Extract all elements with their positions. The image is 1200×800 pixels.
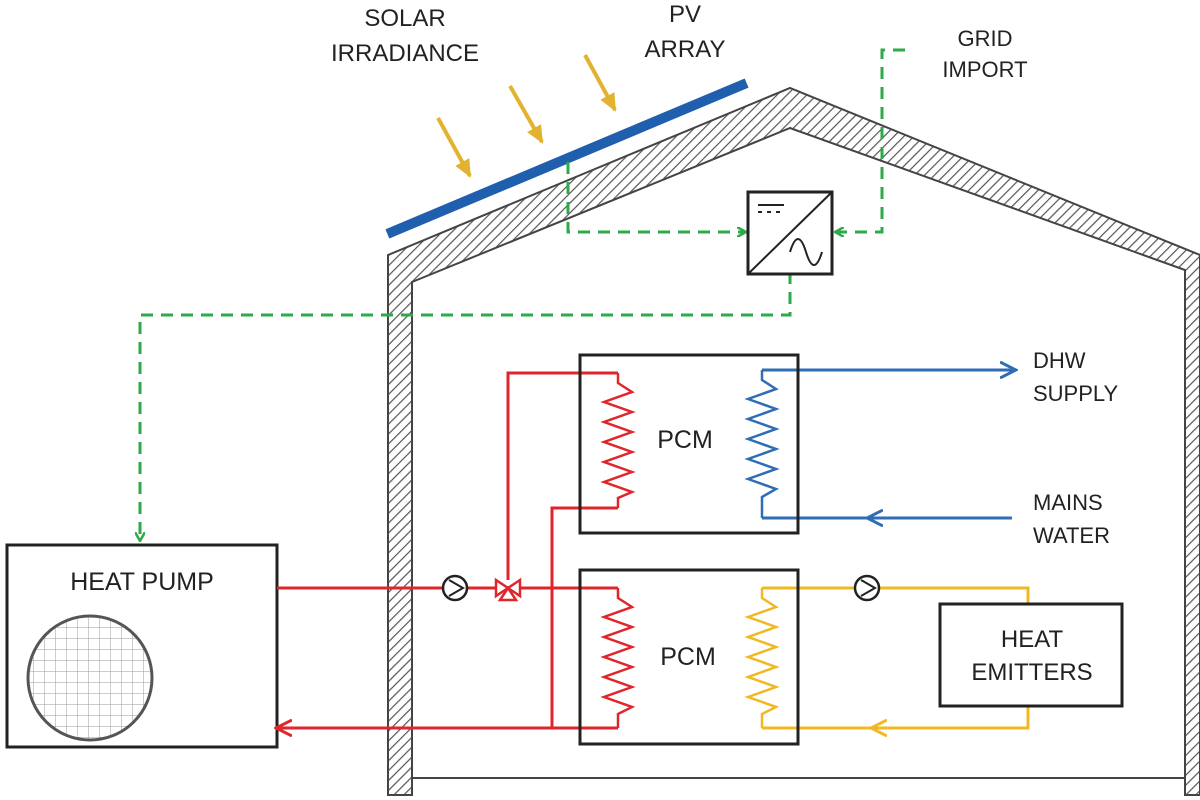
heat-exchanger-coil-icon	[600, 588, 636, 728]
pcm-upper-label: PCM	[657, 426, 713, 454]
heat-emitters: HEAT EMITTERS	[938, 602, 1124, 708]
heat-emitters-label-line2: EMITTERS	[971, 659, 1092, 686]
fan-grille-icon	[26, 614, 154, 742]
grid-import-wire	[836, 48, 905, 232]
dhw-loop	[762, 370, 1015, 518]
pv-array-label-line2: ARRAY	[645, 36, 726, 63]
heat-exchanger-coil-icon	[744, 370, 780, 518]
dhw-supply-label-line1: DHW	[1033, 348, 1086, 373]
pump-icon	[853, 574, 881, 602]
solar-rays	[436, 54, 617, 178]
house-wall	[387, 86, 1200, 796]
heat-emitters-label-line1: HEAT	[1001, 626, 1064, 653]
mains-water-label-line2: WATER	[1033, 523, 1110, 548]
valve-icon	[494, 577, 522, 602]
pv-array-panel	[385, 78, 749, 239]
solar-irradiance-label-line1: SOLAR	[364, 5, 445, 32]
pv-to-inverter-wire	[566, 162, 745, 232]
pcm-lower-label: PCM	[660, 643, 716, 671]
grid-import-label-line1: GRID	[958, 26, 1013, 51]
pcm-tank-lower: PCM	[578, 568, 800, 746]
pcm-tank-upper: PCM	[578, 353, 800, 535]
mains-water-label-line1: MAINS	[1033, 490, 1103, 515]
pv-array-label-line1: PV	[669, 1, 701, 28]
electric-wiring	[140, 48, 905, 540]
heat-pump-label: HEAT PUMP	[70, 568, 214, 596]
inverter-to-heat-pump-wire	[140, 272, 792, 540]
grid-import-label-line2: IMPORT	[942, 57, 1027, 82]
heat-exchanger-coil-icon	[744, 588, 780, 728]
inverter	[746, 190, 834, 276]
solar-irradiance-label-line2: IRRADIANCE	[331, 40, 479, 67]
heat-pump: HEAT PUMP	[5, 543, 279, 749]
dhw-supply-label-line2: SUPPLY	[1033, 381, 1119, 406]
emitter-loop	[762, 586, 1030, 728]
pump-icon	[441, 574, 469, 602]
heat-exchanger-coil-icon	[600, 373, 636, 508]
hot-water-loop	[277, 371, 618, 728]
